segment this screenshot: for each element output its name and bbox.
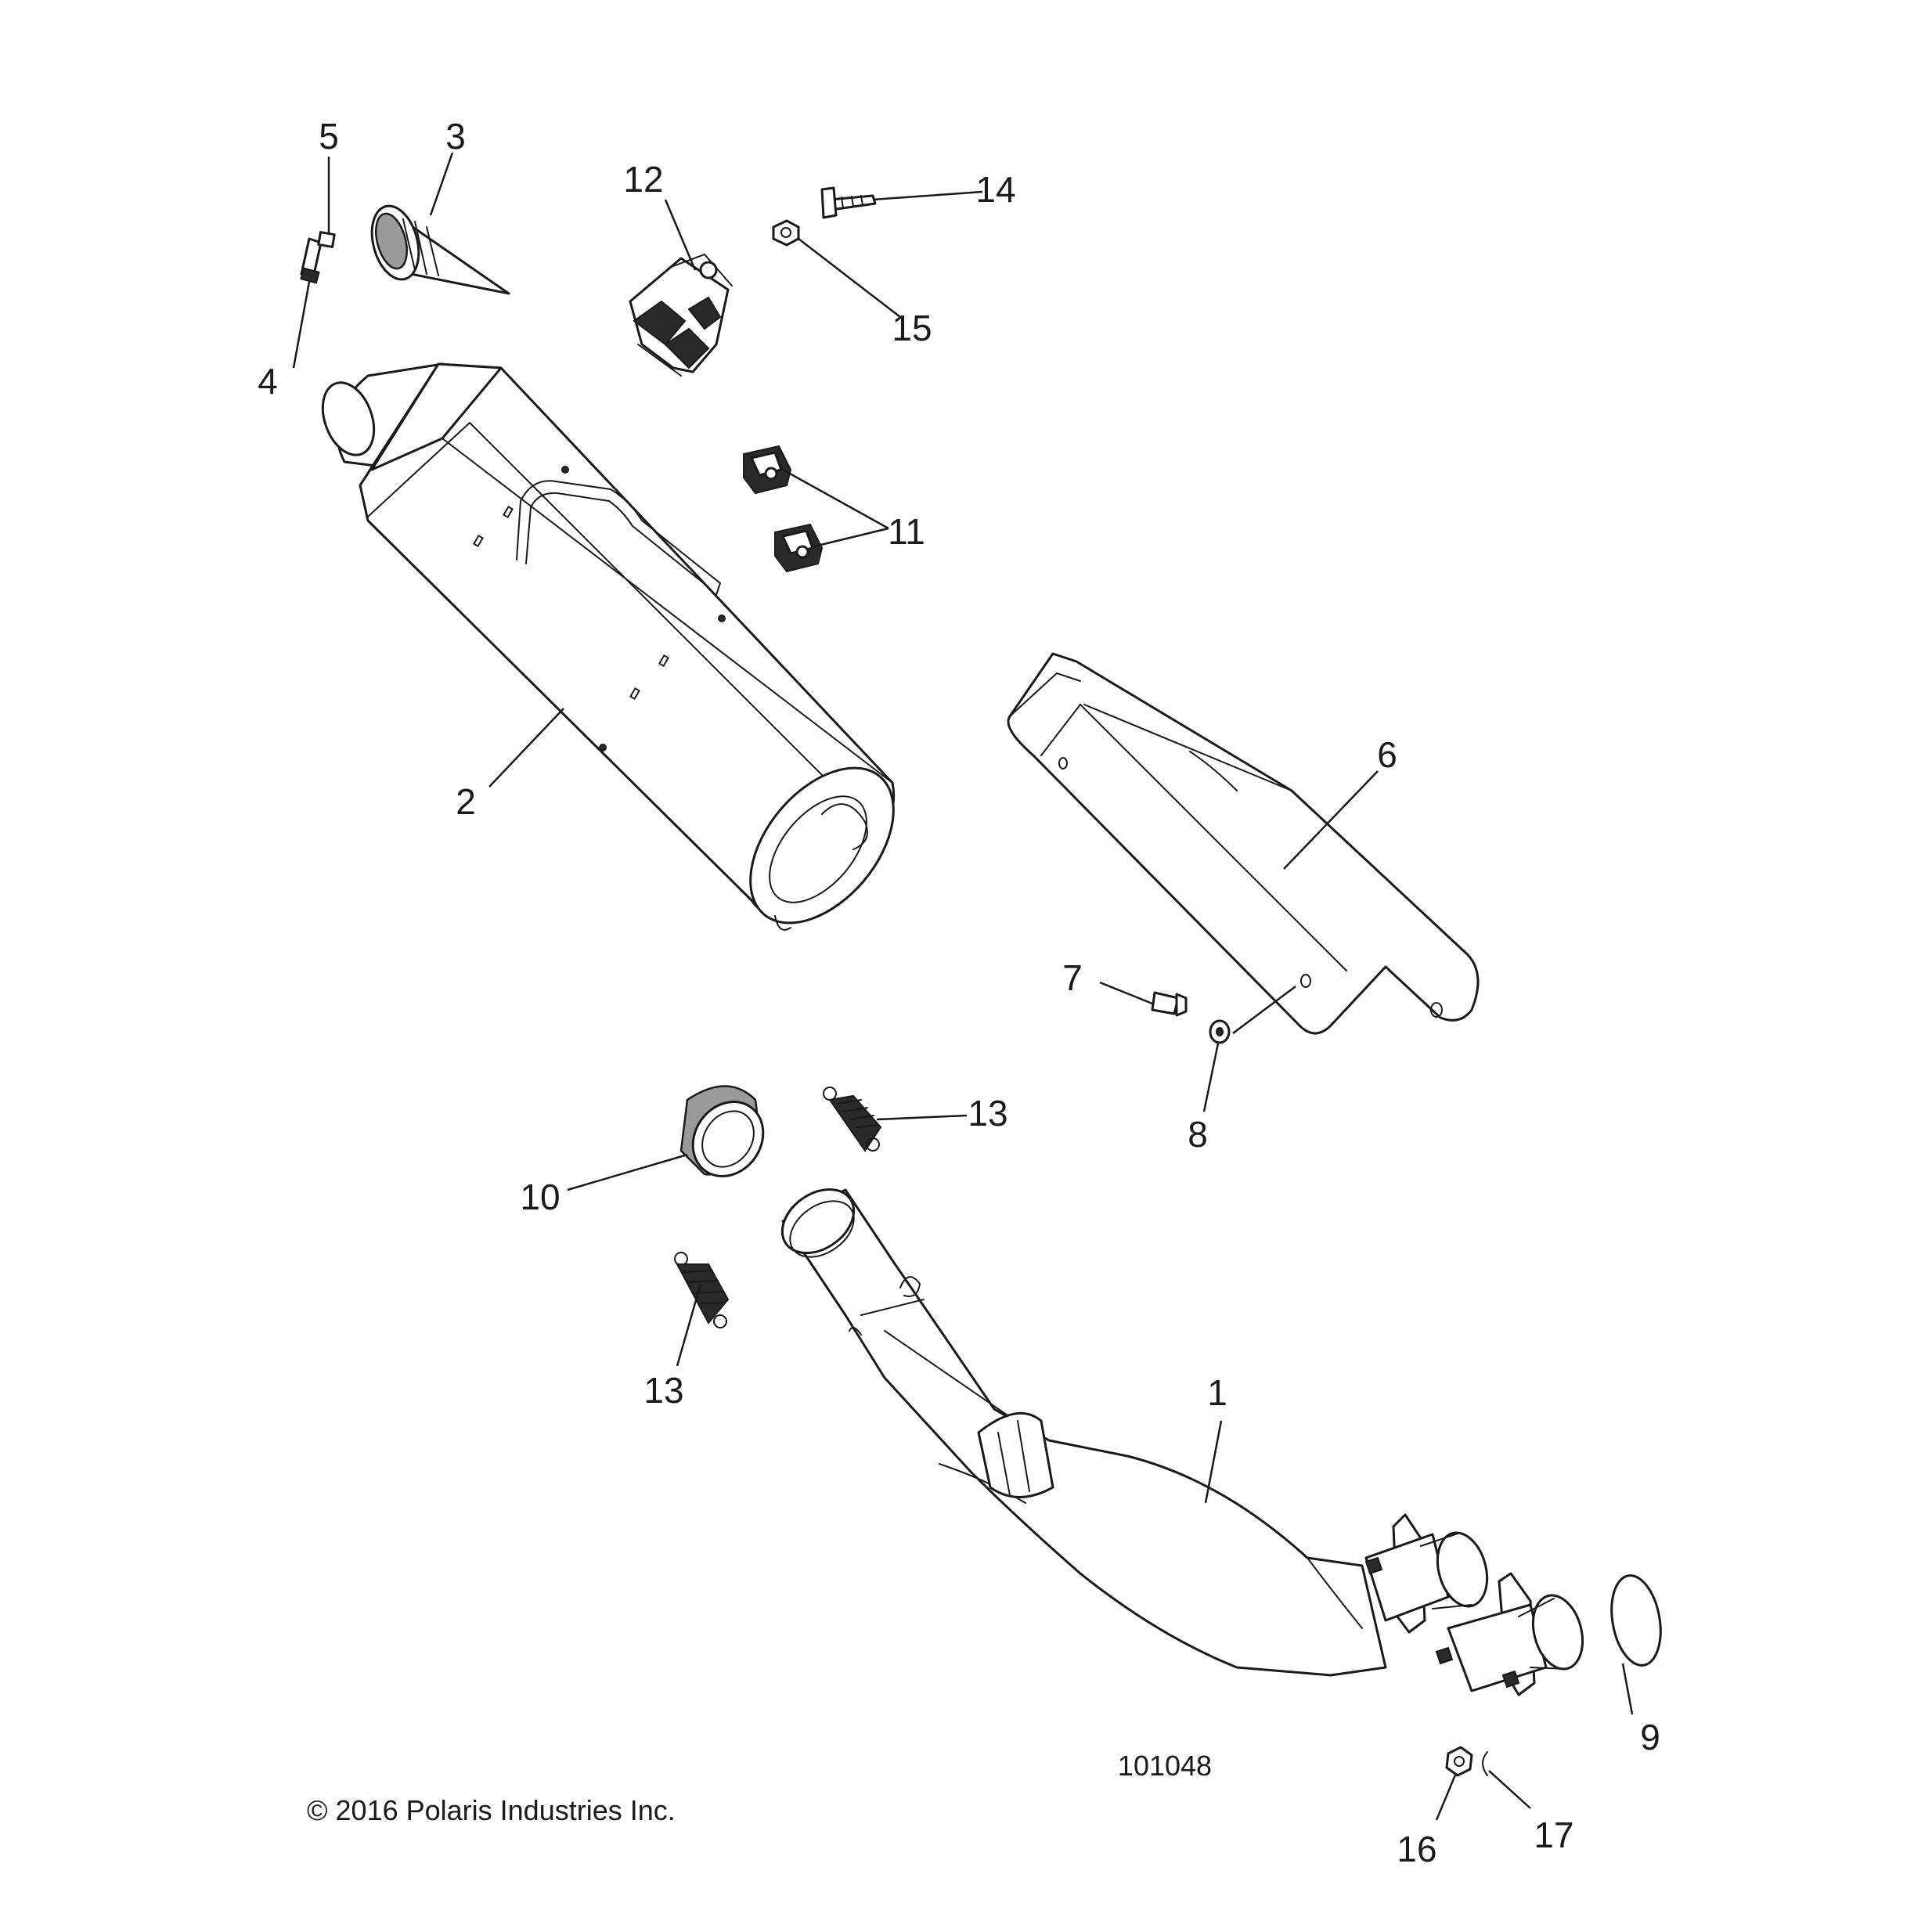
callout-15: 15 bbox=[892, 308, 932, 348]
part-12-mount-bracket bbox=[629, 253, 733, 377]
part-13-spring-lower bbox=[674, 1252, 730, 1328]
part-8-washer bbox=[1209, 1019, 1231, 1044]
part-17-clip bbox=[1482, 1751, 1488, 1776]
callout-12: 12 bbox=[623, 159, 663, 200]
callout-2: 2 bbox=[456, 781, 476, 822]
callout-8: 8 bbox=[1188, 1114, 1208, 1155]
part-10-gasket bbox=[679, 1085, 765, 1178]
callout-3: 3 bbox=[445, 116, 466, 157]
part-1-head-pipe bbox=[780, 1188, 1584, 1696]
part-4-bolt bbox=[300, 237, 323, 284]
part-2-muffler bbox=[321, 362, 896, 931]
callout-6: 6 bbox=[1377, 734, 1397, 775]
callout-14: 14 bbox=[975, 169, 1015, 210]
part-3-spark-arrestor bbox=[370, 204, 510, 295]
part-5-washer bbox=[317, 231, 336, 248]
callout-4: 4 bbox=[258, 361, 278, 402]
leader-lines bbox=[292, 152, 1634, 1821]
part-11-isolators bbox=[743, 445, 824, 573]
part-13-spring-upper bbox=[823, 1087, 882, 1152]
callout-9: 9 bbox=[1640, 1717, 1660, 1757]
callout-labels: 1 2 3 4 5 6 7 8 9 10 11 12 13 13 14 15 1… bbox=[258, 116, 1660, 1869]
part-16-nut bbox=[1445, 1746, 1473, 1777]
diagram-number: 101048 bbox=[1118, 1750, 1212, 1782]
callout-16: 16 bbox=[1397, 1829, 1436, 1869]
copyright-notice: © 2016 Polaris Industries Inc. bbox=[307, 1794, 676, 1826]
callout-11: 11 bbox=[888, 511, 925, 552]
callout-13-upper: 13 bbox=[968, 1093, 1007, 1134]
callout-1: 1 bbox=[1207, 1372, 1227, 1413]
part-6-heat-shield bbox=[1007, 652, 1480, 1035]
callout-17: 17 bbox=[1534, 1815, 1573, 1855]
part-15-nut bbox=[772, 219, 800, 247]
callout-7: 7 bbox=[1062, 957, 1083, 998]
callout-5: 5 bbox=[319, 116, 339, 157]
part-7-bolt bbox=[1151, 991, 1188, 1017]
part-9-gasket bbox=[1610, 1574, 1662, 1667]
callout-13-lower: 13 bbox=[643, 1370, 683, 1411]
callout-10: 10 bbox=[520, 1177, 560, 1217]
part-14-bolt bbox=[820, 186, 877, 219]
